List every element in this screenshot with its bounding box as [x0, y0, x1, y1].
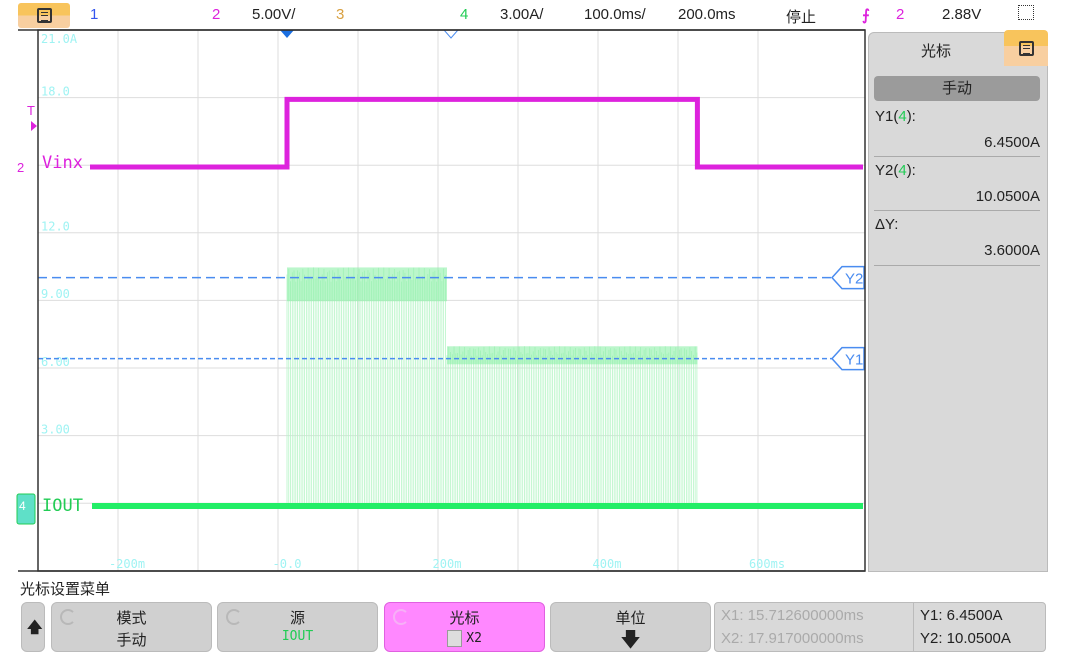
cursor-side-panel [868, 32, 1048, 572]
y-axis-labels: 21.0A 18.0 12.0 9.00 6.00 3.00 [41, 32, 78, 437]
side-panel-title: 光标 [920, 43, 951, 60]
time-delay[interactable]: 200.0ms [678, 6, 736, 23]
iout-burst-trace [286, 267, 698, 504]
graticule [38, 30, 865, 571]
y1-value: 6.4500A [984, 134, 1040, 151]
softkey-menu-title: 光标设置菜单 [20, 581, 111, 598]
delta-y-label: ΔY: [875, 216, 899, 233]
y-tick-label: 12.0 [41, 220, 70, 234]
channel-2-scale[interactable]: 5.00V/ [252, 6, 296, 23]
waveform-display[interactable]: 21.0A 18.0 12.0 9.00 6.00 3.00 -200m -0.0 200m 4… [0, 0, 1080, 600]
trigger-level-marker[interactable]: T [27, 103, 35, 118]
zoom-select-icon[interactable] [1018, 5, 1034, 20]
y-tick-label: 3.00 [41, 422, 70, 436]
y1-label: Y1(4): [875, 108, 916, 125]
channel-4-scale[interactable]: 3.00A/ [500, 6, 544, 23]
y2-value: 10.0500A [975, 188, 1040, 205]
trigger-rising-edge-icon: ⨍ [862, 7, 870, 24]
cursor-readout: X1: 15.712600000ms X2: 17.917000000ms Y1… [714, 602, 1046, 652]
units-softkey[interactable]: 单位🡇 [550, 602, 711, 652]
menu-icon [36, 8, 52, 23]
vinx-trace [90, 96, 863, 170]
channel-2-ground-marker[interactable]: 2 [17, 160, 24, 175]
checkbox[interactable] [447, 629, 463, 647]
x-tick-label: 400m [593, 557, 622, 571]
channel-3-label[interactable]: 3 [336, 6, 345, 23]
trigger-level[interactable]: 2.88V [942, 6, 982, 23]
vinx-label: Vinx [42, 153, 83, 173]
iout-label: IOUT [42, 496, 83, 516]
y2-label: Y2(4): [875, 162, 916, 179]
channel-1-label[interactable]: 1 [90, 6, 99, 23]
side-panel-menu-tab[interactable] [1004, 30, 1048, 66]
y-tick-label: 21.0A [41, 32, 78, 46]
menu-up-button[interactable]: 🡅 [21, 602, 45, 652]
y-tick-label: 9.00 [41, 287, 70, 301]
mode-softkey[interactable]: 模式手动 [51, 602, 212, 652]
x-axis-labels: -200m -0.0 200m 400m 600ms [109, 557, 785, 571]
cursor-y1-handle[interactable]: Y1 [830, 346, 865, 371]
cursor-mode-badge: 手动 [874, 76, 1040, 101]
svg-text:Y2: Y2 [845, 271, 863, 288]
channel-4-label[interactable]: 4 [460, 6, 469, 23]
y-tick-label: 6.00 [41, 355, 70, 369]
trigger-source[interactable]: 2 [896, 6, 905, 23]
cursor-softkey[interactable]: 光标 X2 [384, 602, 545, 652]
rotate-knob-icon [226, 609, 242, 625]
top-status-bar: 1 2 5.00V/ 3 4 3.00A/ 100.0ms/ 200.0ms 停… [0, 0, 1080, 30]
arrow-up-icon: 🡅 [27, 619, 43, 636]
channel-2-label[interactable]: 2 [212, 6, 221, 23]
cursor-y2-handle[interactable]: Y2 [830, 265, 865, 290]
timebase[interactable]: 100.0ms/ [584, 6, 646, 23]
delay-marker[interactable] [442, 29, 460, 39]
rotate-knob-icon [60, 609, 76, 625]
burst-envelope [287, 267, 447, 302]
run-state[interactable]: 停止 [786, 9, 817, 26]
trigger-position-marker[interactable] [280, 30, 294, 38]
delta-y-value: 3.6000A [984, 242, 1040, 259]
x-tick-label: -200m [109, 557, 145, 571]
main-menu-button[interactable] [18, 3, 70, 28]
burst-envelope [447, 346, 698, 365]
x-tick-label: 600ms [749, 557, 785, 571]
x-tick-label: 200m [433, 557, 462, 571]
svg-text:Y1: Y1 [845, 352, 863, 369]
rotate-knob-icon [393, 609, 409, 625]
menu-icon [1018, 40, 1034, 56]
x-tick-label: -0.0 [273, 557, 302, 571]
arrow-down-icon: 🡇 [620, 629, 641, 651]
channel-4-ground-marker[interactable] [16, 493, 36, 525]
svg-text:4: 4 [19, 499, 26, 513]
y-tick-label: 18.0 [41, 84, 70, 98]
